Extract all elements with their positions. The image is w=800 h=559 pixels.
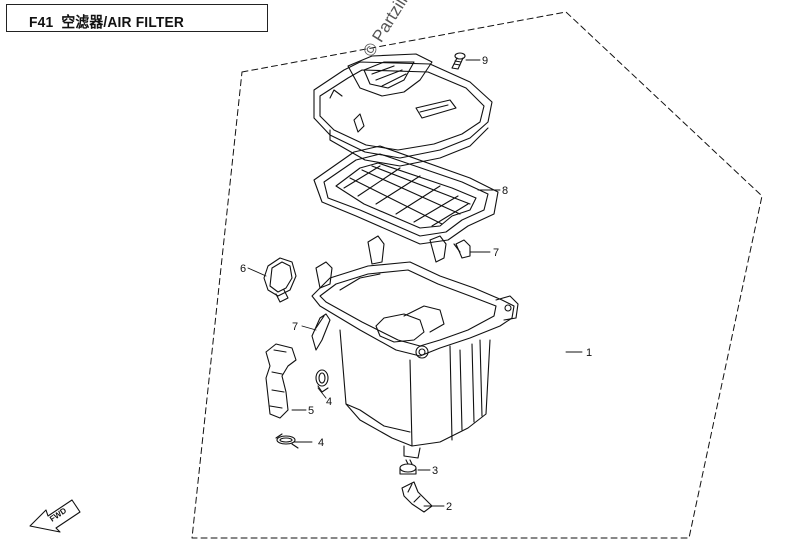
page-title: F41 空滤器/AIR FILTER — [29, 11, 184, 32]
fwd-label: FWD — [48, 506, 68, 524]
callout-7-lower: 7 — [292, 321, 298, 333]
bracket-part-7-lower — [311, 313, 331, 351]
screw-part-9 — [451, 52, 466, 70]
callout-5: 5 — [308, 405, 314, 417]
air-filter-cover — [313, 53, 493, 167]
callout-1: 1 — [586, 347, 592, 359]
leader-lines — [247, 59, 583, 507]
assembly-boundary — [191, 11, 763, 539]
filter-element-part-8 — [313, 145, 499, 245]
air-box-part-1 — [311, 235, 519, 459]
hose-part-5 — [265, 343, 297, 419]
callout-8: 8 — [502, 185, 508, 197]
hose-clip-part-4-upper — [315, 369, 329, 393]
callout-9: 9 — [482, 55, 488, 67]
callout-2: 2 — [446, 501, 452, 513]
title-text: 空滤器/AIR FILTER — [61, 14, 185, 31]
callout-4-lower: 4 — [318, 437, 324, 449]
hose-clip-part-4-lower — [275, 433, 299, 449]
title-box: F41 空滤器/AIR FILTER — [6, 4, 268, 32]
callout-6: 6 — [240, 263, 246, 275]
clamp-part-3 — [399, 459, 417, 475]
callout-4-upper: 4 — [326, 396, 332, 408]
clamp-part-6 — [263, 257, 297, 303]
title-code: F41 — [29, 14, 54, 31]
callout-3: 3 — [432, 465, 438, 477]
watermark-text: © Partzilla.com — [359, 0, 436, 60]
clip-part-7-upper — [453, 239, 471, 259]
callout-7-upper: 7 — [493, 247, 499, 259]
fwd-arrow-icon — [29, 499, 81, 533]
drain-tube-part-2 — [401, 481, 433, 513]
